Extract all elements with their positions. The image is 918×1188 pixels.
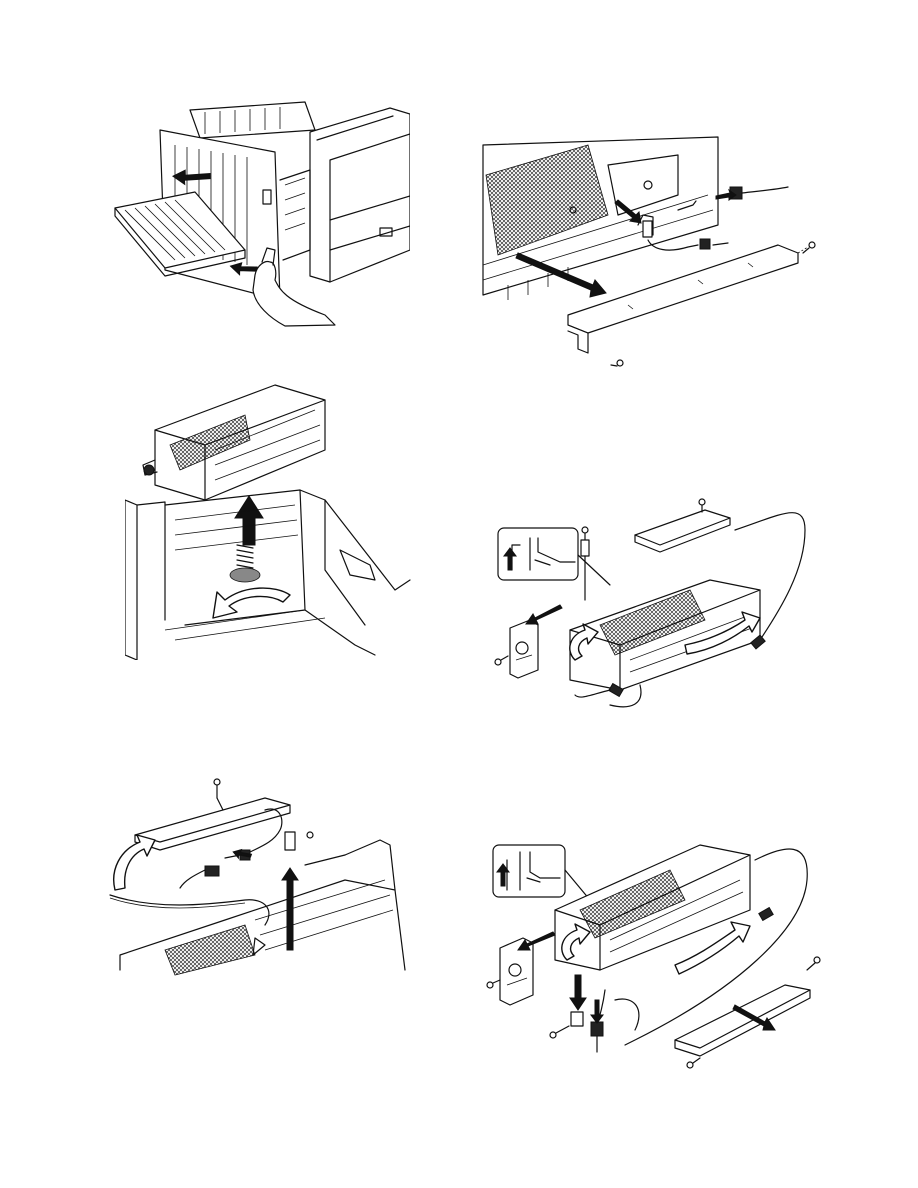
screw-icon: [807, 957, 820, 970]
screw-icon: [487, 980, 500, 988]
screw-icon: [803, 242, 815, 253]
figure-rear-cover-plate: [478, 135, 828, 370]
figure-bracket-thermistor-cover: [485, 760, 825, 1070]
screw-icon: [687, 1058, 700, 1068]
figure-4-illustration: [490, 490, 820, 715]
figure-2-illustration: [478, 135, 828, 370]
figure-6-illustration: [485, 760, 825, 1070]
screw-icon: [214, 779, 220, 798]
figure-top-cover-connector: [105, 770, 415, 980]
screw-icon: [495, 656, 508, 665]
screw-icon: [550, 1026, 569, 1038]
figure-1-illustration: [105, 100, 410, 330]
figure-5-illustration: [105, 770, 415, 980]
screw-icon: [582, 527, 588, 540]
figure-3-illustration: [125, 370, 415, 660]
figure-open-side-cover: [105, 100, 410, 330]
figure-lift-fusing-unit: [125, 370, 415, 660]
figure-side-bracket-harness: [490, 490, 820, 715]
screw-icon: [611, 360, 623, 366]
